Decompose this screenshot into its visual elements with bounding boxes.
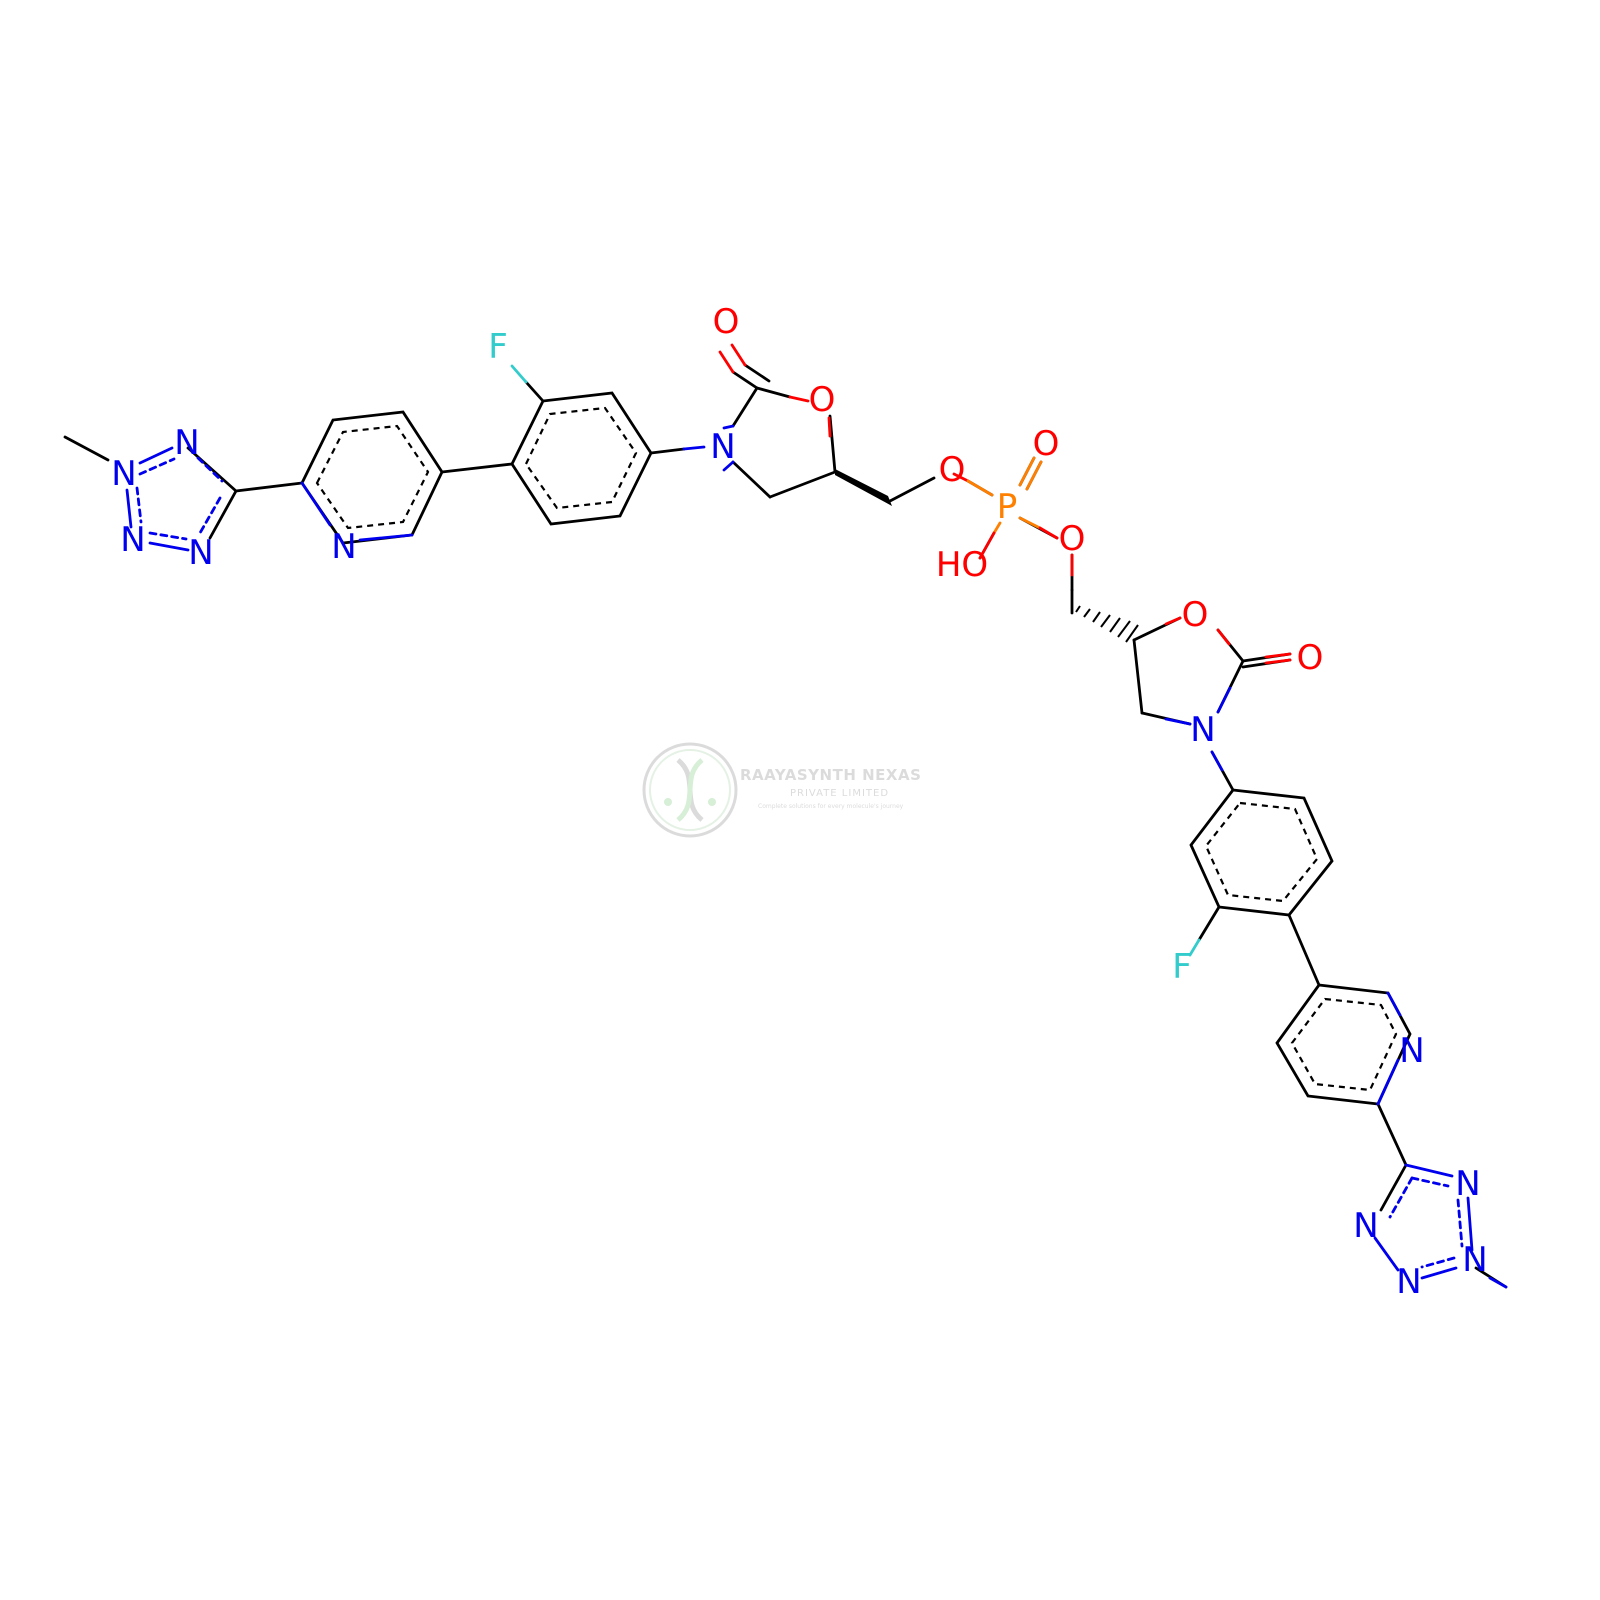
- atom-oxygen-linker-right: O: [1059, 519, 1086, 559]
- atom-nitrogen-tetrazole-top-2: N: [174, 423, 199, 463]
- atom-fluorine-bottom: F: [1172, 947, 1192, 987]
- watermark-company: RAAYASYNTH NEXAS: [740, 766, 922, 784]
- atom-nitrogen-tetrazole-bottom-3: N: [1462, 1240, 1487, 1280]
- watermark-tagline: Complete solutions for every molecule's …: [758, 803, 904, 810]
- heteroatom-bonds: [125, 343, 1508, 1289]
- atom-oxygen-carbonyl-top: O: [713, 302, 740, 342]
- atom-nitrogen-pyridine-top: N: [331, 527, 356, 567]
- atom-oxygen-ring-bottom: O: [1182, 595, 1209, 635]
- atom-nitrogen-tetrazole-top-4: N: [188, 533, 213, 573]
- atom-oxygen-phosphoryl: O: [1033, 424, 1060, 464]
- atom-labels: F O O N O O P O HO O O N F N N N N N N N…: [111, 302, 1487, 1302]
- hashed-bond: [1075, 605, 1139, 643]
- watermark: RAAYASYNTH NEXAS PRIVATE LIMITED Complet…: [640, 740, 950, 840]
- atom-oxygen-linker-left: O: [939, 450, 966, 490]
- dna-helix-icon: [642, 742, 738, 838]
- atom-oxygen-carbonyl-bottom: O: [1297, 638, 1324, 678]
- atom-hydroxyl: HO: [936, 545, 988, 585]
- atom-nitrogen-tetrazole-top-1: N: [111, 454, 136, 494]
- atom-fluorine-top: F: [488, 327, 508, 367]
- atom-nitrogen-oxazolidinone-bottom: N: [1190, 710, 1215, 750]
- atom-oxygen-ring-top: O: [809, 380, 836, 420]
- atom-nitrogen-tetrazole-bottom-2: N: [1353, 1206, 1378, 1246]
- atom-nitrogen-tetrazole-top-3: N: [120, 520, 145, 560]
- atom-nitrogen-oxazolidinone-top: N: [710, 427, 735, 467]
- atom-nitrogen-tetrazole-bottom-1: N: [1455, 1164, 1480, 1204]
- watermark-subtitle: PRIVATE LIMITED: [790, 788, 890, 799]
- atom-nitrogen-pyridine-bottom: N: [1399, 1031, 1424, 1071]
- atom-phosphorus: P: [997, 487, 1018, 527]
- atom-nitrogen-tetrazole-bottom-4: N: [1396, 1262, 1421, 1302]
